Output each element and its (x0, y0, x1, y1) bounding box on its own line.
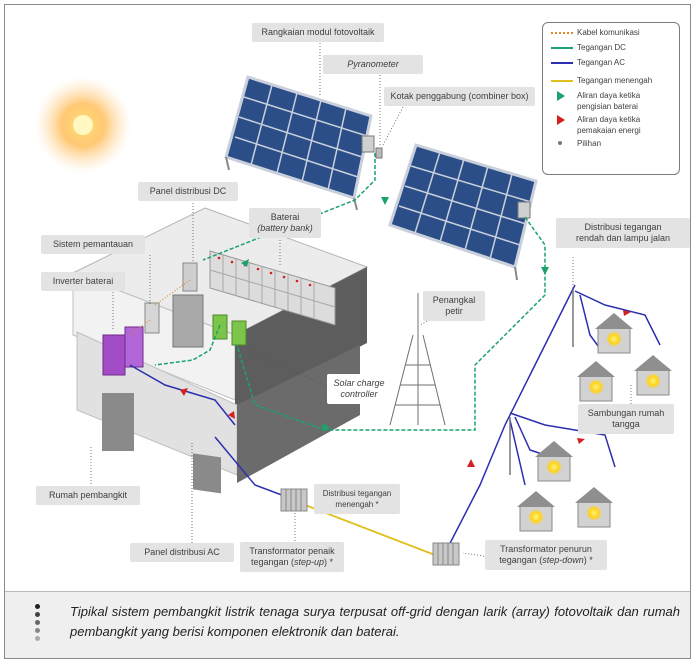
label-house-connection: Sambungan rumah tangga (578, 404, 674, 434)
legend-optional-label: Pilihan (577, 139, 602, 148)
label-combiner-box: Kotak penggabung (combiner box) (384, 87, 535, 106)
label-battery-line2: (battery bank) (257, 223, 313, 233)
label-house-line1: Sambungan rumah (587, 408, 665, 418)
label-battery-inverter: Inverter baterai (41, 272, 125, 291)
label-mv-line1: Distribusi tegangan (322, 489, 392, 498)
legend-comm-label: Kabel komunikasi (577, 28, 640, 37)
legend-discharge-arrow-icon (557, 115, 565, 125)
label-pyranometer: Pyranometer (323, 55, 423, 74)
label-step-up-line1: Transformator penaik (249, 546, 335, 556)
legend-dc: Tegangan DC (549, 42, 673, 55)
legend-mv-swatch (551, 80, 573, 82)
legend: Kabel komunikasi Tegangan DC Tegangan AC… (542, 22, 680, 175)
ac-cabinet (172, 294, 204, 348)
legend-dc-label: Tegangan DC (577, 43, 626, 52)
houses (517, 313, 672, 532)
illustration (35, 43, 672, 566)
step-down-transformer-icon (432, 542, 460, 566)
combiner-box-1 (361, 135, 375, 153)
label-ac-panel: Panel distribusi AC (130, 543, 234, 562)
label-lightning-line2: petir (445, 306, 463, 316)
pv-array-2 (388, 143, 538, 281)
legend-optional-dot-icon (558, 141, 562, 145)
legend-mv-label: Tegangan menengah (577, 76, 653, 85)
sun-icon (35, 77, 131, 173)
legend-ac-swatch (551, 62, 573, 64)
caption-bar: Tipikal sistem pembangkit listrik tenaga… (5, 591, 690, 658)
pv-array-1 (224, 75, 373, 211)
legend-dc-swatch (551, 47, 573, 49)
label-solar-charge-controller: Solar charge controller (327, 374, 391, 404)
caption-dots-icon (35, 604, 41, 644)
pyranometer-icon (375, 147, 383, 159)
label-house-line2: tangga (612, 419, 640, 429)
label-step-down-line1: Transformator penurun (500, 544, 592, 554)
caption-text: Tipikal sistem pembangkit listrik tenaga… (70, 604, 680, 639)
leader-lines (90, 43, 632, 558)
legend-ac: Tegangan AC (549, 57, 673, 70)
combiner-box-2 (517, 201, 531, 219)
lightning-rod-tower (389, 293, 446, 426)
battery-inverter-icon (102, 326, 144, 376)
label-scc-line1: Solar charge (333, 378, 385, 388)
dc-panel-icon (182, 262, 198, 292)
label-step-up-transformer: Transformator penaik tegangan (step-up) … (240, 542, 344, 572)
street-light-poles (509, 290, 574, 475)
comm-wiring (129, 279, 191, 336)
legend-optional: Pilihan (549, 138, 673, 151)
label-pv-string: Rangkaian modul fotovoltaik (252, 23, 384, 42)
label-dc-panel: Panel distribusi DC (138, 182, 238, 201)
legend-mv: Tegangan menengah (549, 75, 673, 88)
label-lv-line1: Distribusi tegangan (584, 222, 662, 232)
label-scc-line2: controller (340, 389, 378, 399)
label-step-down-transformer: Transformator penurun tegangan (step-dow… (485, 540, 607, 570)
legend-charge-arrow-icon (557, 91, 565, 101)
dc-wiring (154, 153, 546, 431)
label-lightning-rod: Penangkal petir (423, 291, 485, 321)
legend-comm-swatch (551, 32, 573, 34)
label-powerhouse: Rumah pembangkit (36, 486, 140, 505)
legend-ac-label: Tegangan AC (577, 58, 626, 67)
monitoring-cabinet (144, 302, 160, 334)
label-battery-line1: Baterai (270, 212, 300, 222)
label-mv-line2: menengah * (335, 500, 379, 509)
label-mv-distribution: Distribusi tegangan menengah * (314, 484, 400, 514)
step-up-transformer-icon (280, 488, 308, 512)
label-low-voltage-distribution: Distribusi tegangan rendah dan lampu jal… (556, 218, 690, 248)
label-lightning-line1: Penangkal (432, 295, 476, 305)
legend-comm: Kabel komunikasi (549, 27, 673, 40)
label-step-down-line2: tegangan (step-down) * (499, 555, 593, 565)
label-monitoring: Sistem pemantauan (41, 235, 145, 254)
label-battery-bank: Baterai (battery bank) (249, 208, 321, 238)
label-lv-line2: rendah dan lampu jalan (575, 233, 671, 243)
label-step-up-line2: tegangan (step-up) * (250, 557, 334, 567)
battery-bank-icon (209, 250, 336, 326)
